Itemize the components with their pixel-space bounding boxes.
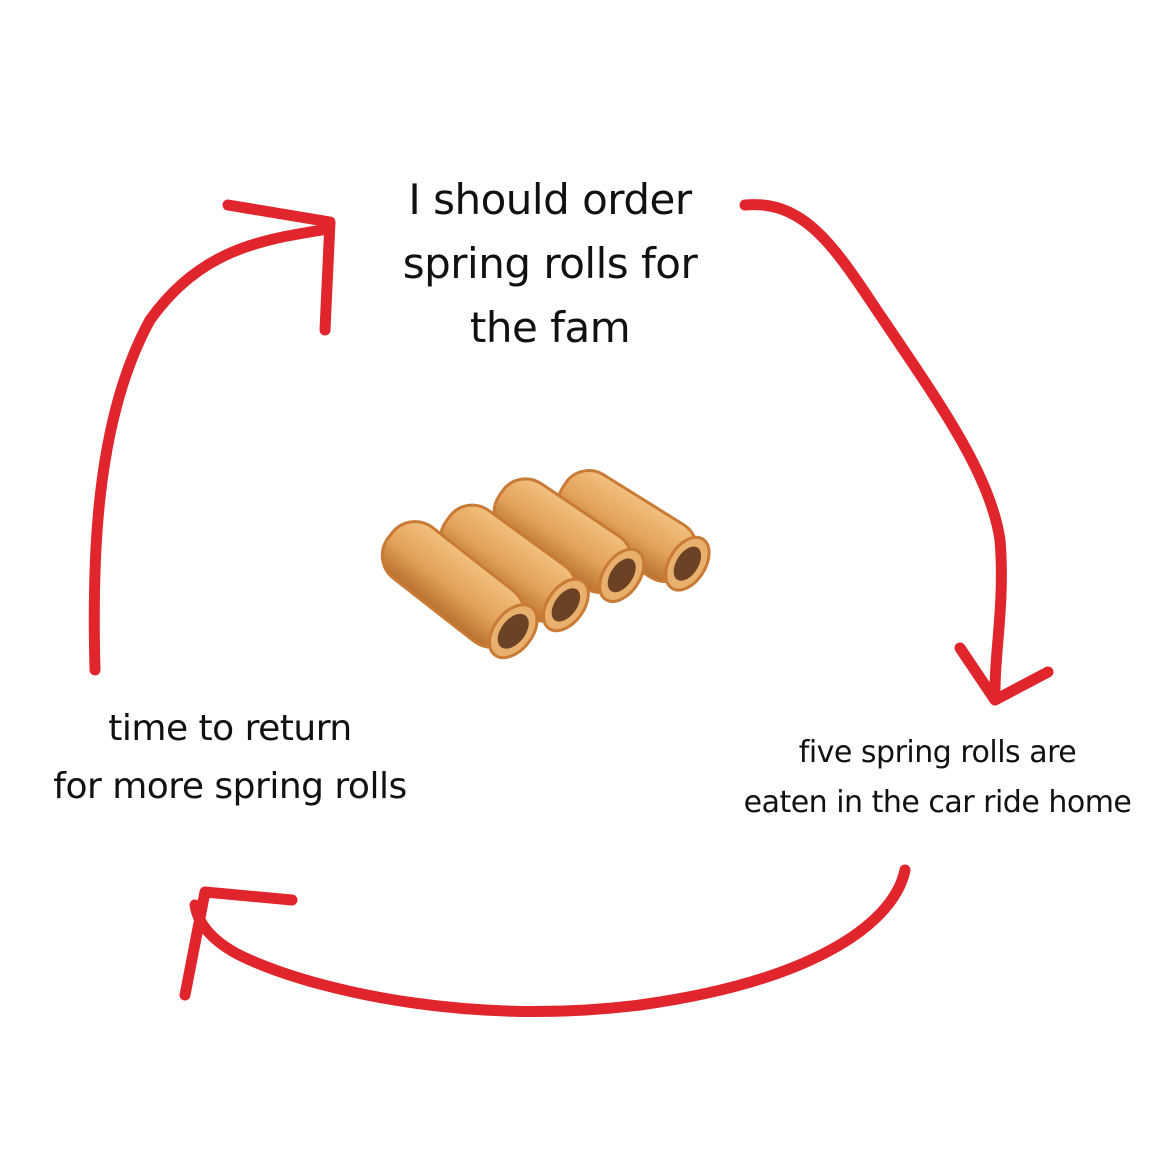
cycle-step-return: time to return for more spring rolls: [40, 700, 420, 816]
spring-rolls-icon: [380, 469, 711, 660]
step-order-line-2: spring rolls for: [402, 239, 698, 288]
step-return-line-1: time to return: [108, 708, 352, 749]
cycle-step-order: I should order spring rolls for the fam: [380, 168, 720, 360]
spring-roll-2: [439, 503, 590, 633]
step-order-line-3: the fam: [469, 303, 631, 352]
spring-roll-4: [556, 469, 711, 592]
arrow-right-to-left: [179, 864, 911, 1017]
spring-roll-1: [380, 520, 539, 660]
arrow-left-to-top: [88, 199, 336, 676]
step-return-line-2: for more spring rolls: [53, 766, 407, 807]
step-order-line-1: I should order: [408, 175, 692, 224]
cycle-step-eaten: five spring rolls are eaten in the car r…: [740, 728, 1135, 828]
arrow-top-to-right: [739, 199, 1054, 706]
step-eaten-line-1: five spring rolls are: [798, 735, 1077, 770]
spring-roll-3: [492, 477, 646, 603]
step-eaten-line-2: eaten in the car ride home: [743, 785, 1132, 820]
